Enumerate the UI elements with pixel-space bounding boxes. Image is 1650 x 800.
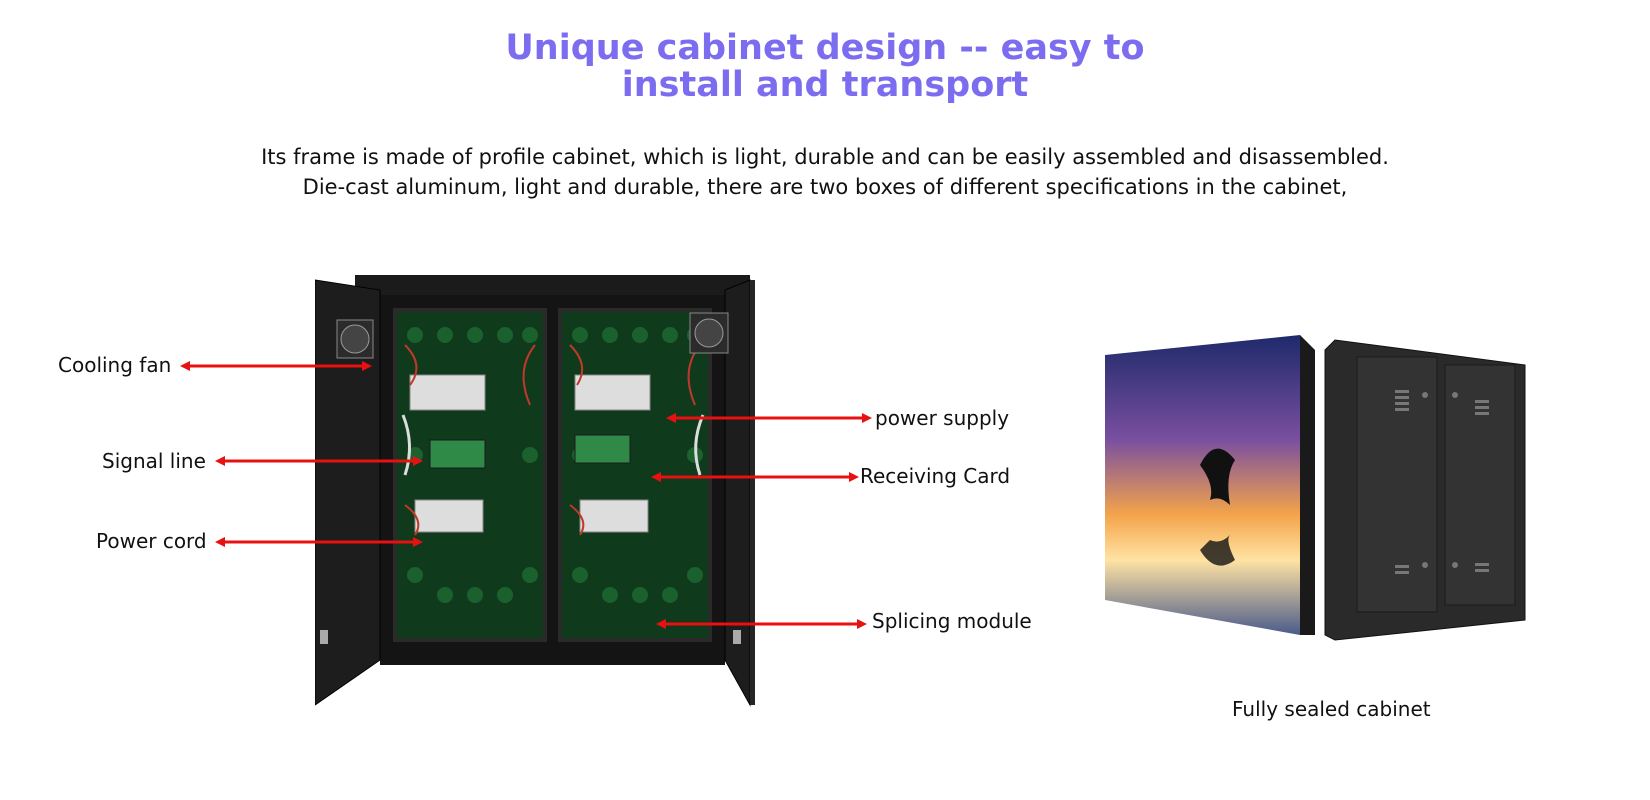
description-line-1: Its frame is made of profile cabinet, wh… bbox=[261, 145, 1389, 169]
sealed-cabinet-image bbox=[1105, 335, 1526, 641]
callout-cooling-fan: Cooling fan bbox=[58, 353, 172, 377]
page-title: Unique cabinet design -- easy to install… bbox=[0, 30, 1650, 104]
title-line-2: install and transport bbox=[621, 65, 1029, 105]
callout-signal-line: Signal line bbox=[102, 449, 206, 473]
title-line-1: Unique cabinet design -- easy to bbox=[505, 28, 1145, 68]
description: Its frame is made of profile cabinet, wh… bbox=[0, 142, 1650, 202]
callout-receiving-card: Receiving Card bbox=[860, 464, 1011, 488]
callout-power-cord: Power cord bbox=[96, 529, 207, 553]
callout-splicing-module: Splicing module bbox=[872, 609, 1032, 633]
description-line-2: Die-cast aluminum, light and durable, th… bbox=[302, 175, 1348, 199]
callout-power-supply: power supply bbox=[875, 406, 1010, 430]
open-cabinet-image bbox=[315, 275, 755, 707]
caption: Fully sealed cabinet bbox=[1232, 697, 1431, 721]
